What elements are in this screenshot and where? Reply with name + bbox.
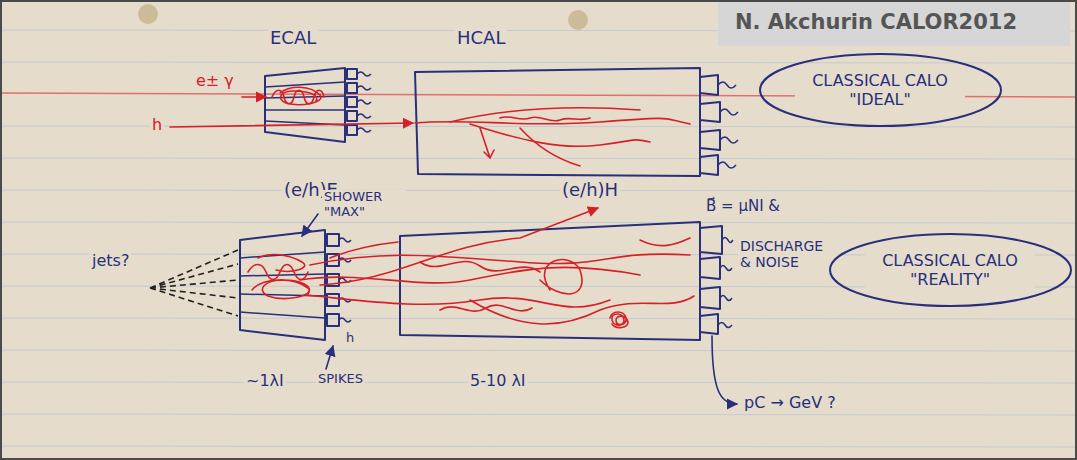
- ruled-lines: [0, 30, 1077, 447]
- credit-banner: [718, 0, 1070, 46]
- jet-cone: [150, 250, 238, 316]
- ellipse-text-block: CLASSICAL CALO "REALITY": [865, 251, 1035, 289]
- sketch-label: SHOWER "MAX": [322, 190, 406, 220]
- ellipse-text: CLASSICAL CALO "IDEAL": [795, 71, 965, 109]
- ellipse-note: CLASSICAL CALO "REALITY": [828, 232, 1073, 308]
- sketch-label: N. Akchurin CALOR2012: [733, 10, 1019, 34]
- ecal-ideal: [265, 68, 371, 142]
- ecal-reality: [240, 230, 351, 340]
- sketch-label: 5-10 λI: [468, 372, 528, 390]
- sketch-label: h: [344, 331, 356, 346]
- ellipse-text: CLASSICAL CALO "REALITY": [865, 251, 1035, 289]
- ellipse-text-block: CLASSICAL CALO "IDEAL": [795, 71, 965, 109]
- sketch-label: DISCHARGE & NOISE: [738, 238, 837, 270]
- sketch-label: pC → GeV ?: [742, 394, 838, 412]
- punch-hole: [138, 4, 158, 24]
- sketch-label: jets?: [90, 252, 131, 270]
- hcal-reality: [400, 222, 733, 340]
- shower-ideal: [170, 87, 690, 166]
- ellipse-note: CLASSICAL CALO "IDEAL": [758, 52, 1003, 128]
- sketch-label: SPIKES: [316, 372, 365, 387]
- shower-reality: [248, 208, 694, 328]
- punch-hole: [568, 10, 588, 30]
- sketch-label: B⃗ = μNI &: [704, 198, 782, 215]
- sketch-label: e± γ: [194, 72, 236, 90]
- sketch-label: ECAL: [268, 28, 318, 49]
- ellipse-shape: [760, 54, 1001, 126]
- sketch-label: HCAL: [455, 28, 507, 49]
- hcal-ideal: [415, 68, 738, 176]
- ellipse-shape: [830, 234, 1071, 306]
- sketch-label: (e/h)H: [560, 180, 620, 201]
- sketch-label: h: [150, 116, 164, 134]
- sketch-label: ~1λI: [244, 372, 286, 390]
- leader-lines: [302, 214, 737, 404]
